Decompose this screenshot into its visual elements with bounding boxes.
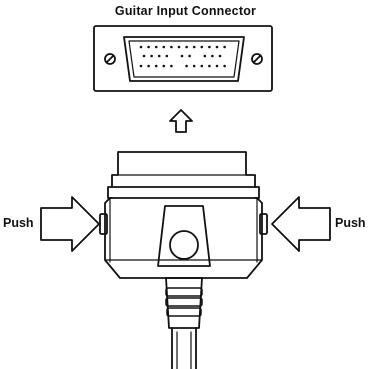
socket-pin [208,45,211,49]
latch-right-upper [254,186,260,199]
socket-pin [157,54,161,58]
socket-pin [200,64,204,68]
socket-pin [139,45,143,49]
socket-pin [170,45,173,49]
socket-pin [150,54,153,58]
plug-window [157,205,211,267]
socket-pin [139,64,143,68]
strain-relief-ribs [165,287,203,317]
socket-pin [170,64,173,68]
push-label-left: Push [3,216,34,230]
socket-pin [192,64,196,68]
socket-pin [147,45,150,49]
socket-pin [162,45,166,49]
socket-pin [223,45,226,49]
connector-title: Guitar Input Connector [114,4,257,18]
socket-pin [188,54,191,58]
socket-pin [215,64,219,68]
socket-pin [185,45,188,49]
socket-pin [142,54,146,58]
guitar-input-connector [93,25,273,92]
socket-shell [123,36,245,82]
socket-pin [185,64,188,68]
socket-inner [128,40,240,78]
socket-pin [147,64,150,68]
socket-pins [139,45,226,68]
socket-pin [162,64,166,68]
connector-plate [93,25,273,92]
latch-left-upper [107,186,113,199]
socket-pin [218,54,222,58]
mounting-screw-left [104,53,116,65]
socket-pin [154,45,158,49]
up-arrow-icon [169,109,193,133]
socket-pin [192,45,196,49]
guitar-cable-plug [99,151,268,369]
socket-pin [200,45,204,49]
latch-button-right [259,213,268,235]
socket-pin [211,54,214,58]
push-arrow-left-icon [40,196,100,252]
socket-pin [208,64,211,68]
socket-pin [165,54,169,58]
push-label-right: Push [335,216,366,230]
strain-relief [165,277,203,329]
socket-pin [154,64,158,68]
socket-pin [177,45,181,49]
plug-top-section [111,151,256,188]
push-arrow-right-icon [271,196,331,252]
mounting-screw-right [251,53,263,65]
socket-pin [203,54,207,58]
socket-pin [215,45,219,49]
plug-body [104,197,263,279]
latch-button-left [99,213,108,235]
socket-pin [180,54,184,58]
socket-pin [223,64,226,68]
plug-indicator-circle [169,230,199,260]
